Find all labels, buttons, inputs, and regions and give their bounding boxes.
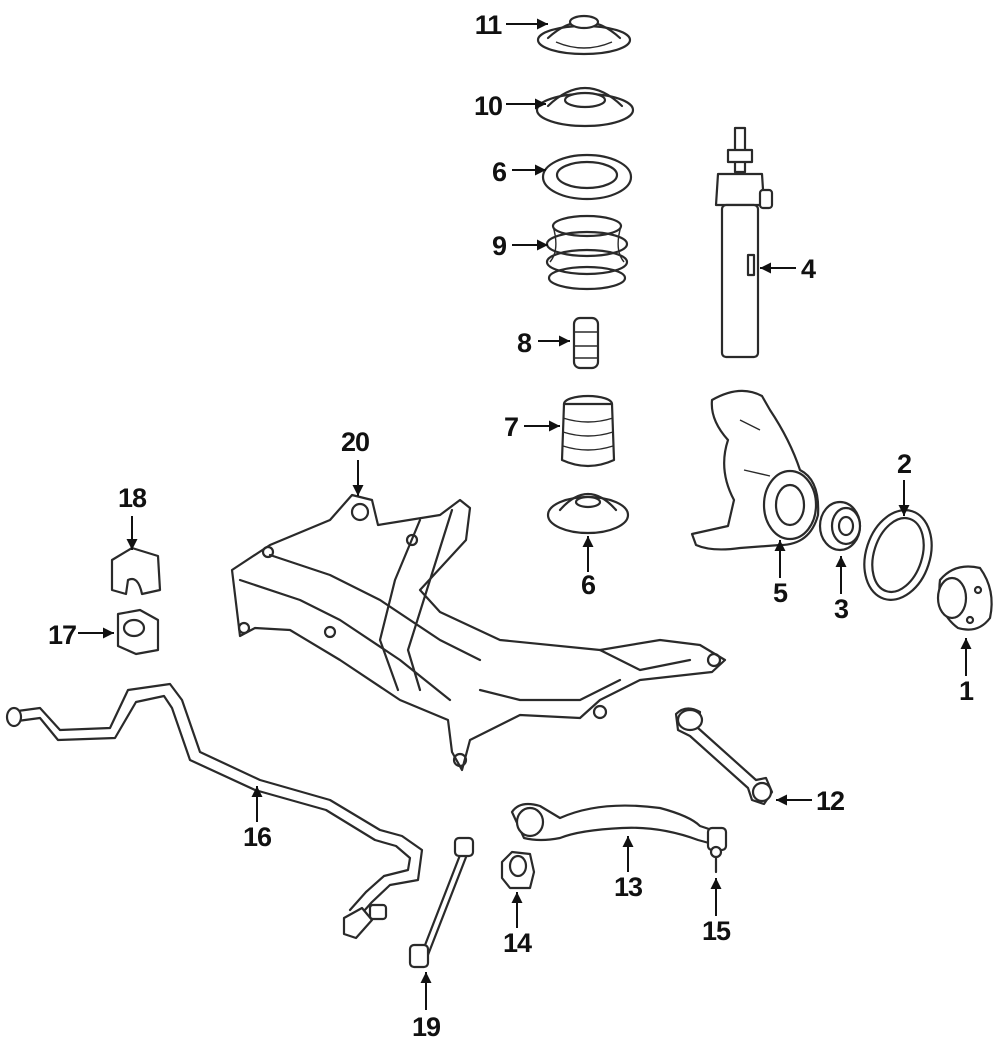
- callout-number: 11: [475, 10, 503, 40]
- callout-19: 19: [412, 972, 442, 1042]
- callout-arrowhead: [760, 262, 771, 274]
- callout-arrowhead: [710, 878, 722, 889]
- callout-3: 3: [834, 556, 850, 624]
- callout-15: 15: [702, 878, 732, 946]
- ball-joint: [709, 845, 723, 874]
- callout-arrowhead: [535, 98, 546, 110]
- callout-arrowhead: [582, 536, 594, 547]
- dust-boot: [560, 394, 616, 468]
- lower-control-arm: [510, 802, 728, 852]
- callout-6b: 6: [581, 536, 597, 600]
- upper-strut-mount: [536, 14, 632, 56]
- callout-number: 3: [834, 594, 849, 624]
- callout-number: 19: [412, 1012, 441, 1042]
- callout-arrowhead: [776, 794, 787, 806]
- callout-number: 6: [492, 157, 507, 187]
- callout-arrowhead: [251, 786, 263, 797]
- callout-number: 18: [118, 483, 147, 513]
- callout-arrowhead: [960, 638, 972, 649]
- spring-seat: [535, 86, 635, 128]
- callout-arrowhead: [126, 539, 138, 550]
- callout-number: 14: [503, 928, 532, 958]
- callout-10: 10: [474, 91, 546, 121]
- callout-14: 14: [503, 892, 533, 958]
- control-arm-bushing: [500, 850, 536, 890]
- callout-arrowhead: [420, 972, 432, 983]
- bump-stop: [572, 316, 600, 370]
- strut-assembly: [714, 126, 774, 359]
- callout-number: 15: [702, 916, 731, 946]
- callout-arrowhead: [352, 485, 364, 496]
- front-subframe: [230, 493, 727, 772]
- callout-20: 20: [341, 427, 370, 496]
- callout-number: 7: [504, 412, 518, 442]
- tension-strut: [674, 707, 774, 806]
- steering-knuckle: [690, 389, 820, 551]
- callout-number: 13: [614, 872, 643, 902]
- callout-number: 5: [773, 578, 788, 608]
- callout-arrowhead: [549, 420, 560, 432]
- callout-1: 1: [959, 638, 975, 706]
- stabilizer-link: [408, 836, 475, 969]
- callout-13: 13: [614, 836, 644, 902]
- callout-number: 4: [801, 254, 816, 284]
- callout-number: 10: [474, 91, 502, 121]
- callout-4: 4: [760, 254, 817, 284]
- callout-7: 7: [504, 412, 560, 442]
- coil-spring: [545, 214, 629, 291]
- callout-arrowhead: [537, 239, 548, 251]
- callout-arrowhead: [535, 164, 546, 176]
- callout-number: 12: [816, 786, 844, 816]
- callout-5: 5: [773, 540, 789, 608]
- callout-arrowhead: [774, 540, 786, 551]
- wheel-hub: [936, 565, 993, 631]
- callout-12: 12: [776, 786, 845, 816]
- seal-ring: [863, 509, 933, 601]
- callout-6a: 6: [492, 157, 546, 187]
- callout-arrowhead: [511, 892, 523, 903]
- callout-arrowhead: [103, 627, 114, 639]
- callout-17: 17: [48, 620, 114, 650]
- callout-8: 8: [517, 328, 570, 358]
- stabilizer-bar: [5, 682, 424, 940]
- wheel-bearing: [818, 500, 862, 552]
- callout-number: 8: [517, 328, 532, 358]
- callout-arrowhead: [559, 335, 570, 347]
- callout-number: 16: [243, 822, 272, 852]
- upper-insulator-ring: [541, 153, 633, 201]
- callout-16: 16: [243, 786, 273, 852]
- callout-arrowhead: [622, 836, 634, 847]
- callout-number: 2: [897, 449, 911, 479]
- callout-arrowhead: [898, 505, 910, 516]
- callout-arrowhead: [537, 18, 548, 30]
- callout-number: 9: [492, 231, 507, 261]
- callout-2: 2: [897, 449, 912, 516]
- stabilizer-bushing: [116, 608, 160, 656]
- callout-arrowhead: [835, 556, 847, 567]
- callout-number: 1: [959, 676, 974, 706]
- callout-number: 6: [581, 570, 596, 600]
- callout-11: 11: [475, 10, 548, 40]
- stabilizer-bracket: [110, 546, 162, 596]
- lower-spring-pad: [546, 493, 630, 535]
- callout-number: 17: [48, 620, 76, 650]
- callout-18: 18: [118, 483, 148, 550]
- callout-number: 20: [341, 427, 369, 457]
- callout-9: 9: [492, 231, 548, 261]
